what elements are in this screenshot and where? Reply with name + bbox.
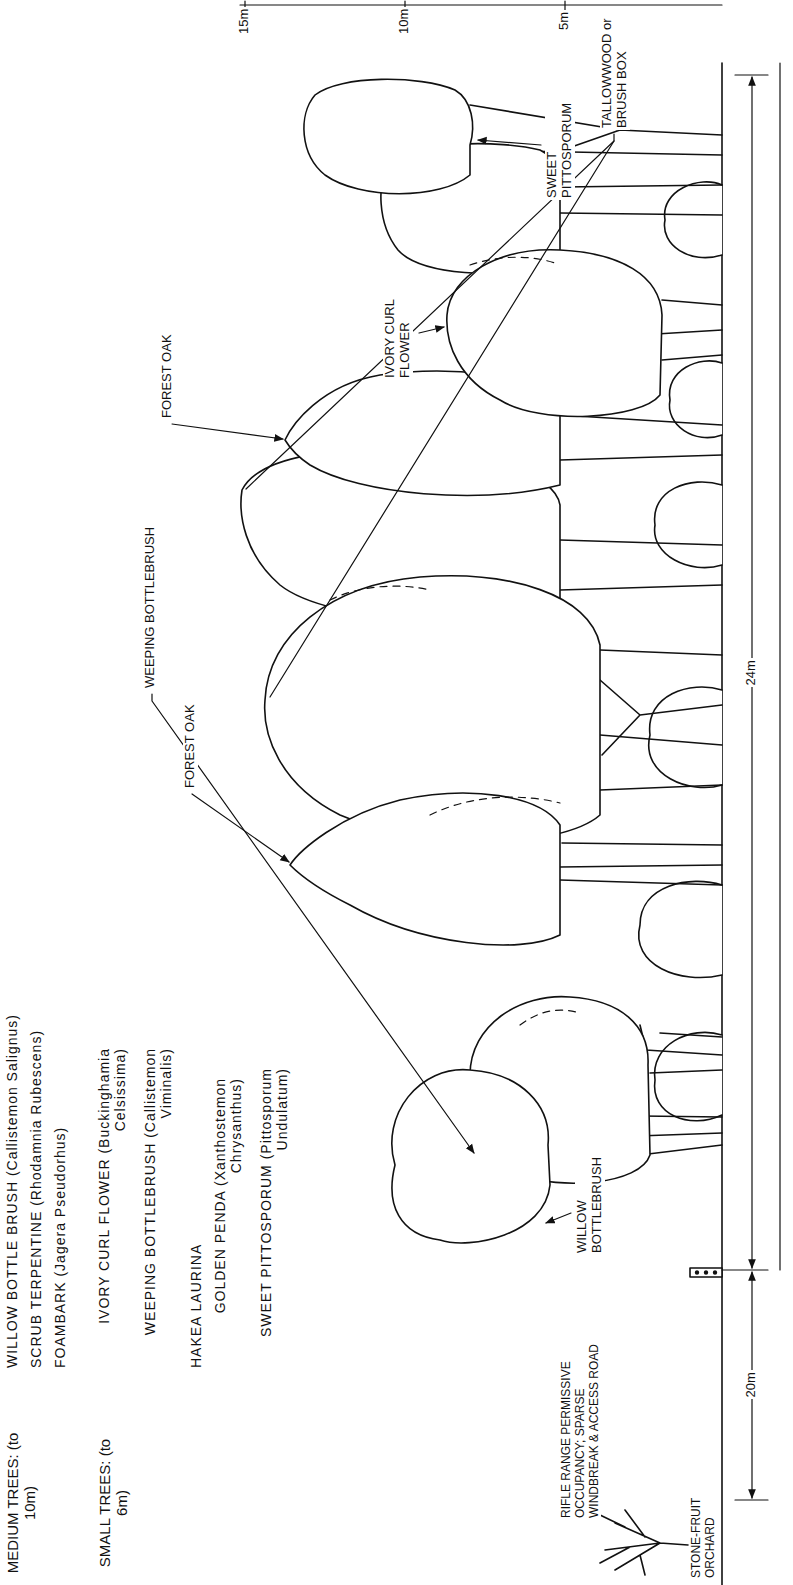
tree-label: WEEPING BOTTLEBRUSH — [143, 525, 158, 690]
species-name: WEEPING BOTTLEBRUSH (Callistemon Viminal… — [142, 1046, 174, 1370]
scale-label: 5m — [557, 10, 572, 32]
dimension-label: 20m — [744, 1370, 759, 1399]
drawing-stroke — [270, 134, 614, 697]
site-note: RIFLE RANGE PERMISSIVE OCCUPANCY; SPARSE… — [560, 1341, 601, 1520]
tree-label: TALLOWWOOD or BRUSH BOX — [600, 11, 630, 130]
drawing-stroke — [152, 1, 780, 1585]
drawing-stroke — [240, 4, 722, 5]
fence-post — [690, 1268, 722, 1277]
dimension-label: 24m — [744, 658, 759, 687]
species-name: HAKEA LAURINA — [188, 1242, 204, 1370]
tree-crowns — [241, 79, 662, 1243]
drawing-stroke — [470, 257, 555, 265]
fence-dot — [714, 1271, 717, 1274]
height-scale — [240, 1, 722, 13]
drawing-stroke — [639, 881, 722, 977]
drawing-stroke — [419, 327, 444, 333]
species-name: IVORY CURL FLOWER (Buckinghamia Celsissi… — [96, 1046, 128, 1370]
drawing-stroke — [649, 687, 722, 788]
tree-label: IVORY CURL FLOWER — [383, 281, 413, 380]
dimension-line — [722, 63, 780, 1500]
drawing-stroke — [664, 182, 722, 258]
drawing-stroke — [192, 794, 289, 862]
scale-label: 10m — [397, 7, 412, 36]
drawing-stroke — [722, 75, 768, 1500]
species-name: GOLDEN PENDA (Xanthostemon Chrysanthus) — [212, 1076, 244, 1370]
fence-dot — [705, 1271, 708, 1274]
drawing-stroke — [560, 843, 722, 885]
drawing-stroke — [560, 415, 722, 590]
ground-line — [721, 63, 723, 1585]
forest-oak-crown — [290, 793, 560, 945]
fence-dot — [696, 1271, 699, 1274]
orchard-tree — [600, 1510, 688, 1575]
drawing-stroke — [600, 650, 722, 790]
sweet-pittosporum-crown — [304, 79, 473, 193]
drawing-stroke — [520, 1010, 580, 1025]
drawing-stroke — [172, 424, 283, 439]
drawing-stroke — [640, 1025, 722, 1073]
drawing-stroke — [330, 586, 430, 600]
leader-line — [152, 134, 614, 1223]
group-heading: SMALL TREES: (to 6m) — [96, 1426, 131, 1580]
site-note: STONE-FRUIT ORCHARD — [690, 1481, 718, 1580]
drawing-stroke — [655, 1032, 722, 1120]
drawing-stroke — [546, 1213, 571, 1223]
drawing-stroke — [655, 482, 722, 568]
drawing-stroke — [152, 694, 474, 1153]
group-heading: MEDIUM TREES: (to 10m) — [4, 1426, 39, 1580]
tree-label: SWEET PITTOSPORUM — [545, 91, 575, 200]
scale-label: 15m — [237, 7, 252, 36]
tree-label: WILLOW BOTTLEBRUSH — [575, 1141, 605, 1255]
drawing-stroke — [430, 797, 560, 815]
ivory-curl-crown — [447, 250, 662, 417]
species-name: FOAMBARK (Jagera Pseudorhus) — [52, 1125, 68, 1370]
tree-label: FOREST OAK — [183, 702, 198, 790]
species-name: SWEET PITTOSPORUM (Pittosporum Undulatum… — [258, 1066, 290, 1370]
species-name: SCRUB TERPENTINE (Rhodamnia Rubescens) — [28, 1028, 44, 1370]
willow-bottlebrush-crown — [392, 1070, 550, 1243]
drawing-stroke — [478, 140, 541, 145]
hidden-outline — [330, 257, 580, 1025]
species-name: WILLOW BOTTLE BRUSH (Callistemon Salignu… — [4, 1012, 20, 1370]
drawing-stroke — [779, 63, 780, 1270]
drawing-stroke — [669, 361, 722, 438]
tree-label: FOREST OAK — [160, 332, 175, 420]
